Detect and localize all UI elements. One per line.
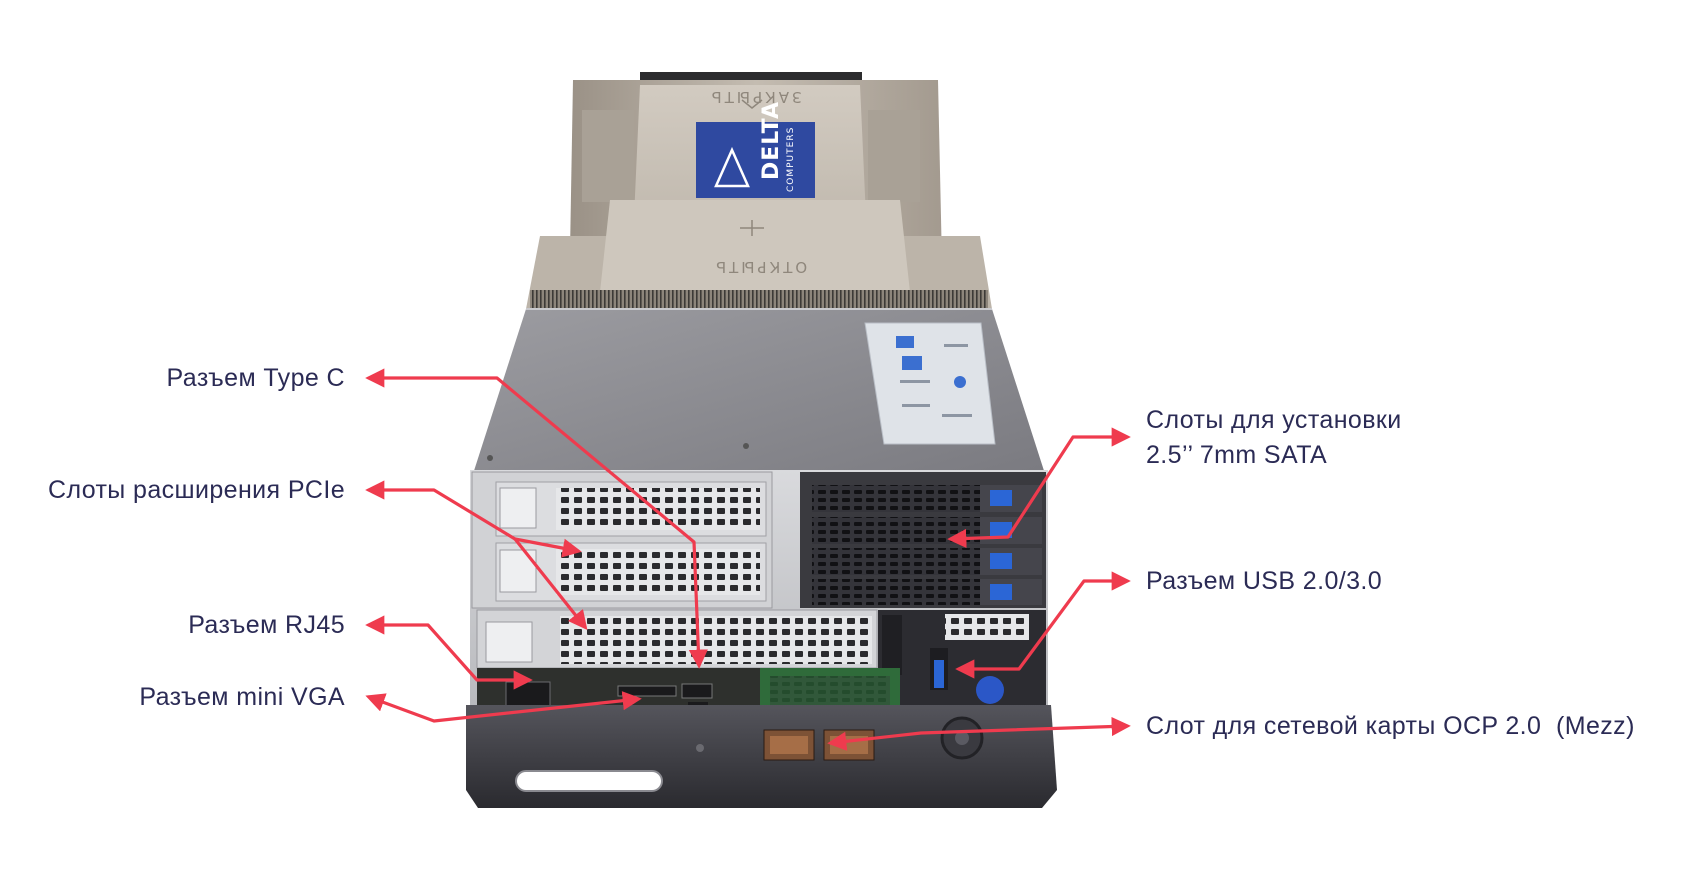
- release-knob: [976, 676, 1004, 704]
- label-sata-line1: Слоты для установки: [1146, 406, 1402, 434]
- label-type-c: Разъем Type C: [166, 364, 345, 392]
- arrow-pcie-branch: [513, 537, 582, 558]
- sata-drive-bays: [800, 472, 1046, 608]
- engraving-close: ЗАКРЫТЬ: [708, 88, 801, 106]
- drive-slot: [812, 485, 1042, 512]
- mini-vga-port: [681, 683, 713, 699]
- drive-slot: [812, 579, 1042, 605]
- label-usb: Разъем USB 2.0/3.0: [1146, 567, 1383, 595]
- mounting-slot: [515, 770, 663, 792]
- rj45-port: [505, 681, 551, 709]
- arrow-mini-vga: [365, 691, 642, 723]
- arrow-sata: [947, 427, 1131, 549]
- svg-text:DELTA: DELTA: [759, 101, 784, 180]
- arrow-rj45: [365, 615, 533, 690]
- drive-slot: [812, 517, 1042, 544]
- pcie-bracket-lower: [476, 609, 878, 669]
- front-panel: [470, 470, 1048, 720]
- service-sticker: [896, 336, 972, 417]
- usb-port: [934, 660, 944, 688]
- arrow-type-c: [365, 368, 708, 669]
- top-handle-module: ЗАКРЫТЬ ОТКРЫТЬ DELTA COMPUTERS: [526, 72, 992, 309]
- arrow-pcie: [365, 480, 588, 631]
- chassis-top-cover: [472, 308, 1046, 477]
- label-mini-vga: Разъем mini VGA: [139, 683, 345, 711]
- svg-text:COMPUTERS: COMPUTERS: [786, 127, 796, 192]
- label-pcie-slots: Слоты расширения PCIe: [47, 476, 345, 504]
- label-sata-line2: 2.5’’ 7mm SATA: [1146, 441, 1328, 469]
- engraving-open: ОТКРЫТЬ: [713, 258, 807, 276]
- drive-slot: [812, 548, 1042, 575]
- label-ocp-slot: Слот для сетевой карты OCP 2.0 (Mezz): [1146, 712, 1635, 740]
- arrow-usb: [955, 571, 1131, 679]
- arrow-ocp: [827, 716, 1131, 751]
- base-plate: [466, 705, 1057, 808]
- pcie-bracket-middle: [495, 542, 767, 602]
- delta-computers-logo: DELTA COMPUTERS: [696, 101, 815, 198]
- label-rj45: Разъем RJ45: [188, 611, 345, 639]
- callout-arrows: [365, 368, 1131, 751]
